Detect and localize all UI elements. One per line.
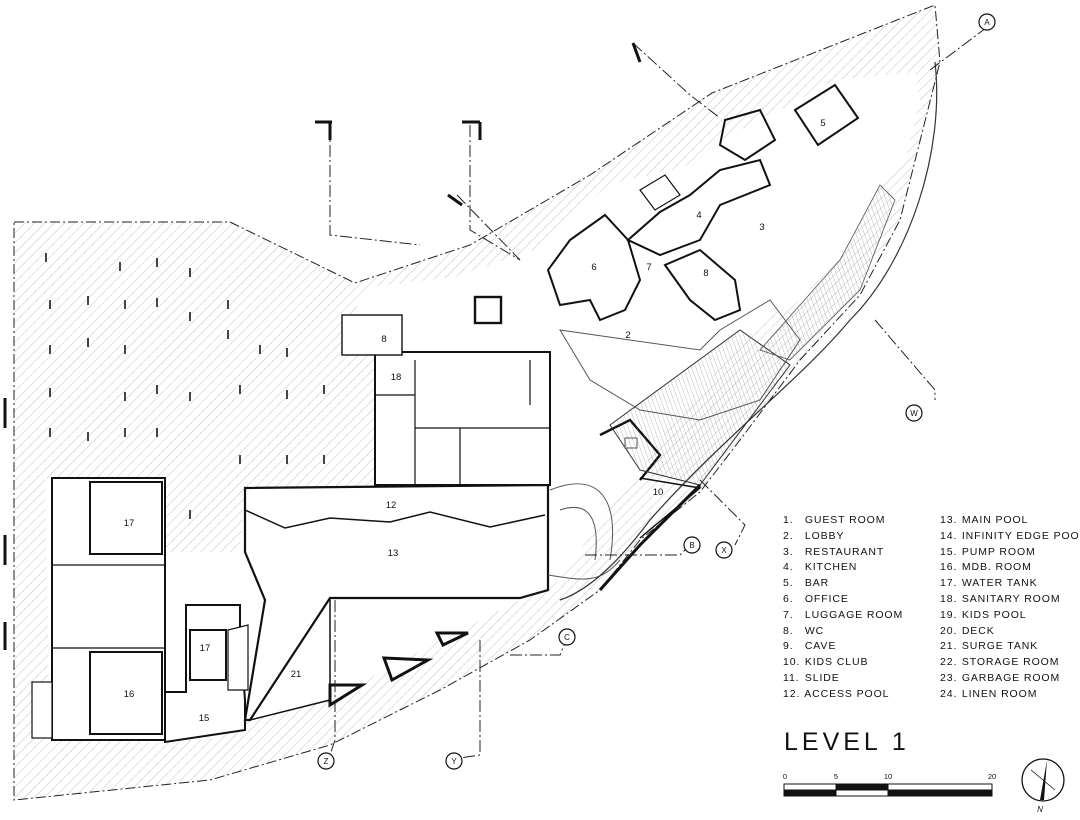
legend-item: 12. ACCESS POOL xyxy=(783,687,890,700)
room-label-15: 15 xyxy=(199,713,210,724)
room-label-6: 6 xyxy=(591,262,596,273)
legend-item: 6. OFFICE xyxy=(783,592,849,605)
svg-text:B: B xyxy=(689,541,694,550)
section-marker-x: X xyxy=(715,541,733,559)
svg-text:20: 20 xyxy=(988,772,996,781)
room-label-7: 7 xyxy=(646,262,651,273)
legend-item: 13. MAIN POOL xyxy=(940,514,1029,526)
room-label-17a: 17 xyxy=(124,518,135,529)
parking-marks xyxy=(45,253,325,609)
room-label-3: 3 xyxy=(759,222,764,233)
room-label-12: 12 xyxy=(386,500,397,511)
room-legend: 1. GUEST ROOM 2. LOBBY 3. RESTAURANT 4. … xyxy=(783,513,1080,713)
room-label-4: 4 xyxy=(696,210,701,221)
svg-text:Z: Z xyxy=(324,757,329,766)
legend-item: 11. SLIDE xyxy=(783,671,840,684)
room-label-17b: 17 xyxy=(200,643,211,654)
room-label-10: 10 xyxy=(653,487,664,498)
svg-text:A: A xyxy=(984,18,990,27)
legend-column-left: 1. GUEST ROOM 2. LOBBY 3. RESTAURANT 4. … xyxy=(783,513,903,703)
lobby-wing xyxy=(546,83,860,539)
room-label-13: 13 xyxy=(388,548,399,559)
section-marker-y: Y xyxy=(445,752,463,770)
legend-item: 4. KITCHEN xyxy=(783,561,858,574)
legend-column-right: 13. MAIN POOL 14. INFINITY EDGE POOL 15.… xyxy=(940,513,1080,703)
section-marker-z: Z xyxy=(317,752,335,770)
west-block xyxy=(31,477,166,741)
svg-text:5: 5 xyxy=(834,772,838,781)
pool-block xyxy=(243,483,550,722)
svg-text:N: N xyxy=(1037,805,1043,814)
legend-item: 14. INFINITY EDGE POOL xyxy=(940,529,1080,542)
svg-text:0: 0 xyxy=(783,772,787,781)
svg-text:C: C xyxy=(564,633,570,642)
level-title: LEVEL 1 xyxy=(784,728,910,756)
room-label-21: 21 xyxy=(291,669,302,680)
section-marker-a: A xyxy=(978,13,996,31)
room-label-8b: 8 xyxy=(381,334,386,345)
east-thick-wall xyxy=(598,483,702,591)
legend-item: 24. LINEN ROOM xyxy=(940,687,1038,700)
room-label-2: 2 xyxy=(625,330,630,341)
legend-item: 5. BAR xyxy=(783,577,830,590)
legend-item: 21. SURGE TANK xyxy=(940,640,1039,653)
section-end-bars xyxy=(3,42,642,650)
legend-item: 20. DECK xyxy=(940,624,995,637)
section-marker-c: C xyxy=(558,628,576,646)
svg-text:Y: Y xyxy=(451,757,457,766)
slide-curves xyxy=(547,437,638,580)
legend-item: 9. CAVE xyxy=(783,640,837,653)
legend-item: 7. LUGGAGE ROOM xyxy=(783,608,904,621)
central-rooms xyxy=(341,295,551,486)
room-label-18: 18 xyxy=(391,372,402,383)
legend-item: 2. LOBBY xyxy=(783,529,845,542)
legend-item: 16. MDB. ROOM xyxy=(940,561,1032,574)
east-edge xyxy=(559,61,938,601)
legend-item: 19. KIDS POOL xyxy=(940,608,1027,621)
legend-item: 1. GUEST ROOM xyxy=(783,514,886,526)
north-arrow-icon: N xyxy=(1021,758,1065,814)
scale-bar: 0 5 10 20 xyxy=(783,772,996,797)
legend-item: 10. KIDS CLUB xyxy=(783,656,869,669)
deck-area xyxy=(609,329,791,486)
legend-item: 8. WC xyxy=(783,624,825,637)
room-label-8a: 8 xyxy=(703,268,708,279)
legend-item: 22. STORAGE ROOM xyxy=(940,656,1060,669)
legend-item: 15. PUMP ROOM xyxy=(940,545,1036,558)
legend-item: 17. WATER TANK xyxy=(940,577,1038,590)
legend-item: 3. RESTAURANT xyxy=(783,545,885,558)
infinity-edge xyxy=(759,184,896,361)
room-labels: 2 3 4 5 6 7 8 8 10 12 13 15 16 17 17 18 … xyxy=(124,118,826,724)
sw-rooms xyxy=(164,604,249,744)
legend-item: 18. SANITARY ROOM xyxy=(940,592,1061,605)
svg-text:10: 10 xyxy=(884,772,892,781)
svg-text:W: W xyxy=(910,409,918,418)
section-marker-b: B xyxy=(683,536,701,554)
section-marker-w: W xyxy=(905,404,923,422)
legend-item: 23. GARBAGE ROOM xyxy=(940,671,1061,684)
room-label-5: 5 xyxy=(820,118,825,129)
triangles xyxy=(328,631,469,708)
svg-text:X: X xyxy=(721,546,727,555)
room-label-16: 16 xyxy=(124,689,135,700)
